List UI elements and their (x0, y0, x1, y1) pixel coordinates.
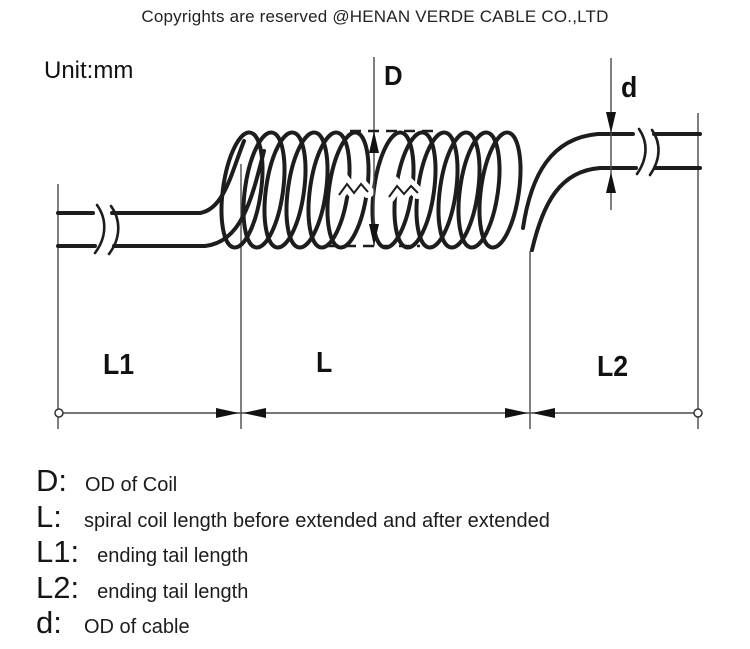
left-tail-label: L1 (103, 349, 135, 381)
legend-description: OD of cable (84, 616, 190, 638)
legend: D: OD of Coil L: spiral coil length befo… (36, 463, 726, 641)
legend-term: L: (36, 498, 62, 534)
copyright-text: Copyrights are reserved @HENAN VERDE CAB… (141, 7, 609, 26)
extension-lines (57, 113, 699, 429)
legend-term: D: (36, 463, 67, 498)
coiled-cable-diagram (54, 57, 703, 429)
left-cable (56, 211, 207, 248)
legend-row-coil-length: L: spiral coil length before extended an… (36, 499, 726, 535)
cable-od-dimension (606, 58, 616, 210)
coil-length-label: L (316, 347, 333, 379)
legend-description: ending tail length (97, 580, 249, 603)
legend-term: L2: (36, 569, 80, 605)
legend-term: L1: (36, 534, 80, 569)
right-cable (652, 132, 702, 170)
legend-row-cable-od: d: OD of cable (36, 605, 726, 641)
coil-break-marks (333, 174, 424, 204)
coil-od-label: D (384, 60, 403, 91)
legend-row-coil-od: D: OD of Coil (36, 463, 726, 499)
length-dimension-line (54, 408, 703, 418)
cable-od-label: d (621, 72, 638, 104)
legend-row-right-tail: L2: ending tail length (36, 570, 726, 606)
legend-description: ending tail length (97, 545, 249, 567)
left-cable-break-mark (93, 203, 120, 256)
legend-description: spiral coil length before extended and a… (84, 509, 550, 532)
legend-term: d: (36, 605, 62, 640)
legend-description: OD of Coil (85, 474, 178, 496)
unit-label: Unit:mm (44, 57, 134, 84)
right-tail-label: L2 (597, 351, 629, 383)
coil-od-dimension (327, 57, 436, 248)
right-transition-curve (521, 132, 638, 252)
right-cable-break-mark (635, 127, 660, 177)
legend-row-left-tail: L1: ending tail length (36, 534, 726, 570)
